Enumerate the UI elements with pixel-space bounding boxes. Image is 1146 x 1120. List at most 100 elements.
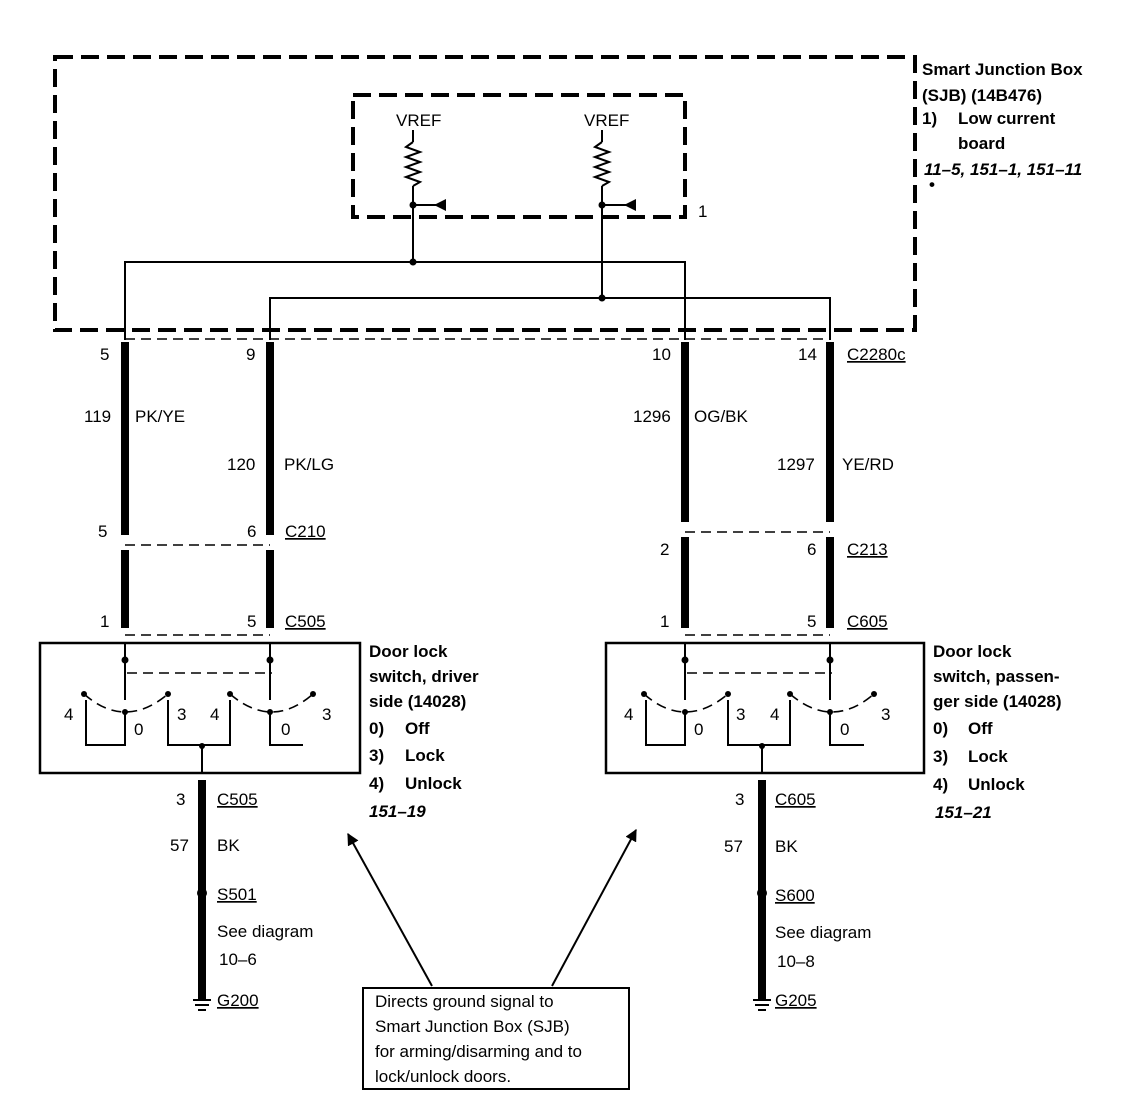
splice-s600: S600 xyxy=(775,886,815,905)
pass-arc-left xyxy=(643,693,729,713)
c210-pin-left: 5 xyxy=(98,522,107,541)
conn-c605-top: C605 xyxy=(847,612,888,631)
driver-contact-3b xyxy=(310,691,316,697)
ground-right-circuit: 57 xyxy=(724,837,743,856)
driver-arc-left xyxy=(83,693,169,713)
pass-pos-4b: 4 xyxy=(770,705,779,724)
note-line-3: for arming/disarming and to xyxy=(375,1042,582,1061)
ground-right-color: BK xyxy=(775,837,798,856)
pass-common-bar xyxy=(727,700,791,746)
sjb-title-2: (SJB) (14B476) xyxy=(922,86,1042,105)
conn-c210: C210 xyxy=(285,522,326,541)
vref-left-resistor xyxy=(403,141,423,187)
vref-left-label: VREF xyxy=(396,111,441,130)
driver-contact-0-left xyxy=(85,700,126,746)
pass-contact-3b xyxy=(871,691,877,697)
driver-pos-3b: 3 xyxy=(322,705,331,724)
bus-upper xyxy=(124,261,686,340)
sjb-item-num: 1) xyxy=(922,109,937,128)
splice-s501-node xyxy=(197,888,207,898)
ground-left-see-1: See diagram xyxy=(217,922,313,941)
pass-switch-box xyxy=(604,641,926,775)
driver-pos-0b: 0 xyxy=(281,720,290,739)
ground-symbol-right xyxy=(753,999,771,1011)
c210-pin-right: 6 xyxy=(247,522,256,541)
sjb-item-text-2: board xyxy=(958,134,1005,153)
ground-left-pin: 3 xyxy=(176,790,185,809)
driver-opt-0-num: 0) xyxy=(369,719,384,738)
sjb-title-1: Smart Junction Box xyxy=(922,60,1083,79)
c213-pin-left: 2 xyxy=(660,540,669,559)
pass-ground-node xyxy=(759,743,765,749)
driver-switch-title-2: switch, driver xyxy=(369,667,479,686)
c505-pin-right: 5 xyxy=(247,612,256,631)
conn-c505-top: C505 xyxy=(285,612,326,631)
circuit-1296-color: OG/BK xyxy=(694,407,749,426)
driver-pos-3a: 3 xyxy=(177,705,186,724)
circuit-120-num: 120 xyxy=(227,455,255,474)
note-line-4: lock/unlock doors. xyxy=(375,1067,511,1086)
note-box xyxy=(362,987,630,1090)
sjb-refs: 11–5, 151–1, 151–11 xyxy=(924,160,1082,179)
driver-pos-4a: 4 xyxy=(64,705,73,724)
driver-opt-4-num: 4) xyxy=(369,774,384,793)
pin-top-10: 10 xyxy=(652,345,671,364)
driver-opt-0: Off xyxy=(405,719,430,738)
ground-right-see-2: 10–8 xyxy=(777,952,815,971)
pass-contact-0-right xyxy=(829,712,864,746)
pass-contact-4b xyxy=(787,691,793,697)
ground-right-pin: 3 xyxy=(735,790,744,809)
driver-switch-title-1: Door lock xyxy=(369,642,448,661)
note-arrow-right xyxy=(551,828,637,987)
driver-opt-3: Lock xyxy=(405,746,445,765)
circuit-120-color: PK/LG xyxy=(284,455,334,474)
circuit-1296-num: 1296 xyxy=(633,407,671,426)
pass-contact-3a xyxy=(725,691,731,697)
pass-arc-right xyxy=(789,693,875,713)
ground-g200: G200 xyxy=(217,991,259,1010)
driver-node-left xyxy=(121,656,129,664)
pass-pos-0b: 0 xyxy=(840,720,849,739)
ground-left-conn: C505 xyxy=(217,790,258,809)
inner-board-label: 1 xyxy=(698,202,707,221)
pass-opt-0-num: 0) xyxy=(933,719,948,738)
c213-pin-right: 6 xyxy=(807,540,816,559)
ground-left-circuit: 57 xyxy=(170,836,189,855)
sjb-outer-box xyxy=(53,55,917,332)
pass-opt-3: Lock xyxy=(968,747,1008,766)
circuit-119-color: PK/YE xyxy=(135,407,185,426)
driver-contact-4a xyxy=(81,691,87,697)
pin-top-9: 9 xyxy=(246,345,255,364)
driver-contact-3a xyxy=(165,691,171,697)
pass-pos-4a: 4 xyxy=(624,705,633,724)
driver-ground-node xyxy=(199,743,205,749)
driver-pos-0a: 0 xyxy=(134,720,143,739)
note-line-1: Directs ground signal to xyxy=(375,992,554,1011)
driver-node-right xyxy=(266,656,274,664)
circuit-119-num: 119 xyxy=(84,407,111,426)
pin-top-14: 14 xyxy=(798,345,817,364)
driver-switch-title-3: side (14028) xyxy=(369,692,466,711)
pass-opt-4: Unlock xyxy=(968,775,1025,794)
driver-arc-right xyxy=(229,693,314,713)
ground-g205: G205 xyxy=(775,991,817,1010)
pass-contact-4a xyxy=(641,691,647,697)
circuit-1297-num: 1297 xyxy=(777,455,815,474)
conn-c213: C213 xyxy=(847,540,888,559)
ground-symbol-left xyxy=(193,999,211,1011)
vref-right-sense-arrow xyxy=(624,199,636,211)
pass-opt-0: Off xyxy=(968,719,993,738)
note-arrow-left xyxy=(347,832,433,987)
driver-pos-4b: 4 xyxy=(210,705,219,724)
sjb-dot: • xyxy=(929,175,935,194)
pass-ref: 151–21 xyxy=(935,803,992,822)
bus-lower xyxy=(269,297,831,340)
pass-contact-0-left xyxy=(645,700,686,746)
splice-s600-node xyxy=(757,888,767,898)
ground-left-color: BK xyxy=(217,836,240,855)
vref-left-sense-arrow xyxy=(434,199,446,211)
pin-top-5: 5 xyxy=(100,345,109,364)
pass-switch-title-1: Door lock xyxy=(933,642,1012,661)
